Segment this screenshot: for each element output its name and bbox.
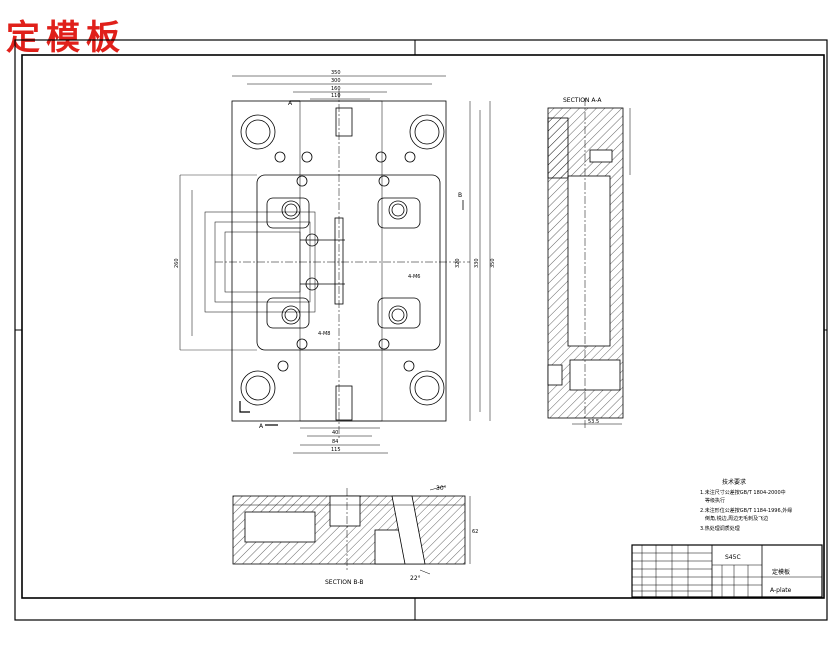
section-bb-depth: 62 (472, 529, 478, 535)
title-part-name: 定模板 (772, 568, 790, 576)
dim-bottom-115: 115 (331, 447, 341, 453)
section-aa-width: 53.5 (588, 419, 599, 425)
dim-right-330: 330 (474, 258, 480, 268)
angle-22: 22° (410, 575, 421, 582)
title-part-name-en: A-plate (770, 587, 792, 594)
plan-view (179, 75, 491, 454)
angle-30: 30° (436, 485, 447, 492)
dim-right-320: 320 (455, 258, 461, 268)
dim-top-300: 300 (331, 78, 341, 84)
dim-left-260: 260 (174, 258, 180, 268)
title-block (631, 544, 823, 598)
section-marker-a-bottom: A (259, 423, 264, 430)
dim-bottom-84: 84 (332, 439, 338, 445)
section-aa-view (547, 98, 631, 428)
hole-callout-m8: 4-M8 (318, 331, 330, 337)
note-1b: 等级执行 (705, 497, 725, 504)
note-2: 2.未注形位公差按GB/T 1184-1996,外缘 (700, 507, 792, 514)
section-marker-b: B (458, 192, 462, 199)
note-1: 1.未注尺寸公差按GB/T 1804-2000中 (700, 489, 786, 496)
title-material: S45C (725, 554, 741, 561)
dim-bottom-40: 40 (332, 430, 338, 436)
note-2b: 倒角,锐边,周边无毛刺及飞边 (705, 515, 768, 522)
section-bb-label: SECTION B-B (325, 579, 364, 586)
section-aa-label: SECTION A-A (563, 97, 602, 104)
section-marker-a-top: A (288, 100, 293, 107)
stamp-title: 定模板 (6, 18, 126, 58)
section-bb-view (232, 485, 471, 575)
hole-callout-m6: 4-M6 (408, 274, 420, 280)
dim-right-350: 350 (490, 258, 496, 268)
dim-top-160: 160 (331, 86, 341, 92)
note-3: 3.热处理调质处理 (700, 525, 740, 532)
dim-top-110: 110 (331, 93, 341, 99)
notes-heading: 技术要求 (722, 478, 746, 486)
drawing-border (14, 39, 828, 621)
dim-top-350: 350 (331, 70, 341, 76)
